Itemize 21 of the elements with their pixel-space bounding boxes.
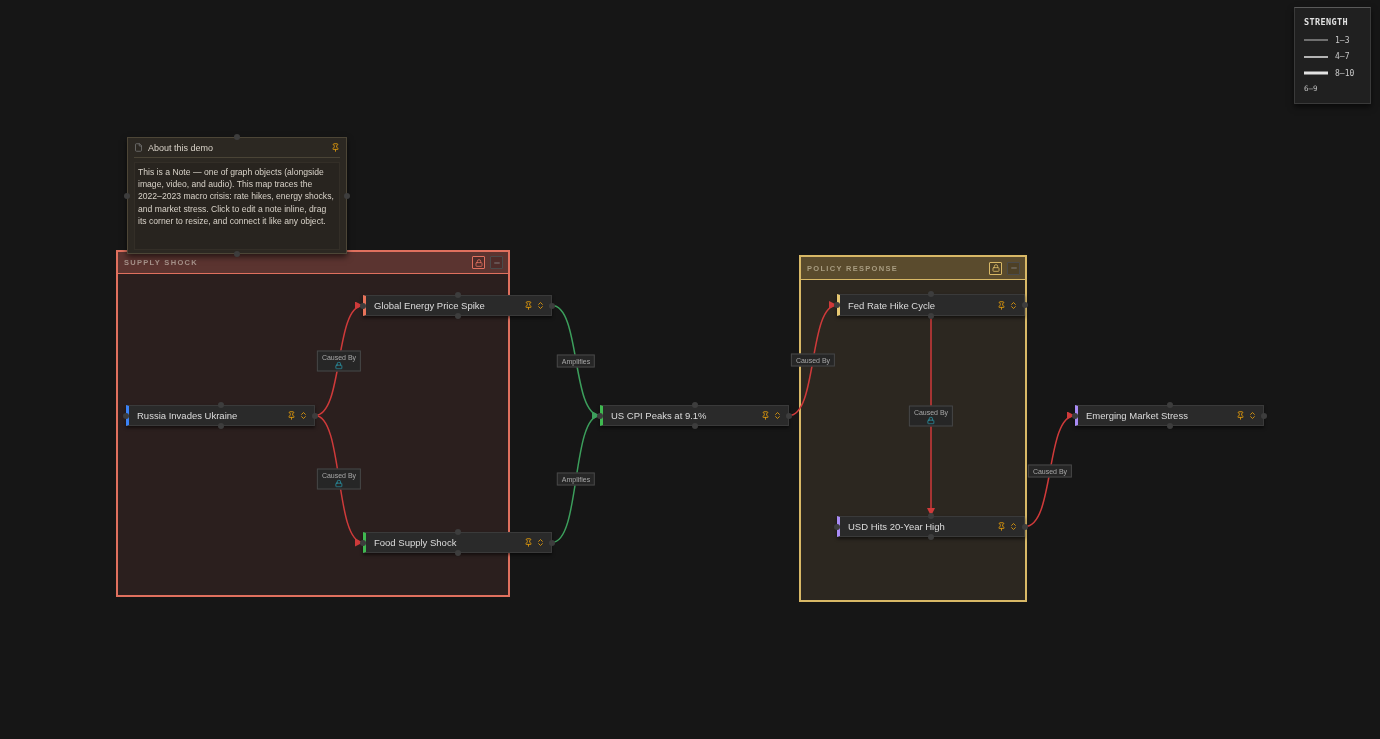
legend-label: 1–3 [1335, 35, 1350, 45]
legend-label: 4–7 [1335, 52, 1350, 62]
node-title: Global Energy Price Spike [374, 300, 486, 311]
note-body: This is a Note — one of graph objects (alongside image, video, and audio). This map traces the 2022–2023 macro crisis: rate hikes, energy shocks, and market stress. Click to edit a note inline, drag its corner to resize, and connect it like any object. [134, 162, 340, 250]
legend-title: STRENGTH [1304, 17, 1350, 27]
node-card [837, 516, 1025, 537]
node-card [363, 295, 552, 316]
node-card [600, 405, 789, 426]
note-title: About this demo [148, 142, 215, 153]
node-title: Food Supply Shock [374, 537, 458, 548]
node-title: USD Hits 20-Year High [848, 521, 946, 532]
node-title: US CPI Peaks at 9.1% [611, 410, 708, 421]
node-title: Emerging Market Stress [1086, 410, 1189, 421]
node-card [1075, 405, 1264, 426]
legend-label: 8–10 [1335, 68, 1355, 78]
node-card [363, 532, 552, 553]
node-title: Fed Rate Hike Cycle [848, 299, 937, 311]
node-card [837, 294, 1025, 316]
note-card [127, 137, 347, 254]
node-title: Russia Invades Ukraine [137, 410, 239, 421]
node-card [126, 405, 315, 426]
